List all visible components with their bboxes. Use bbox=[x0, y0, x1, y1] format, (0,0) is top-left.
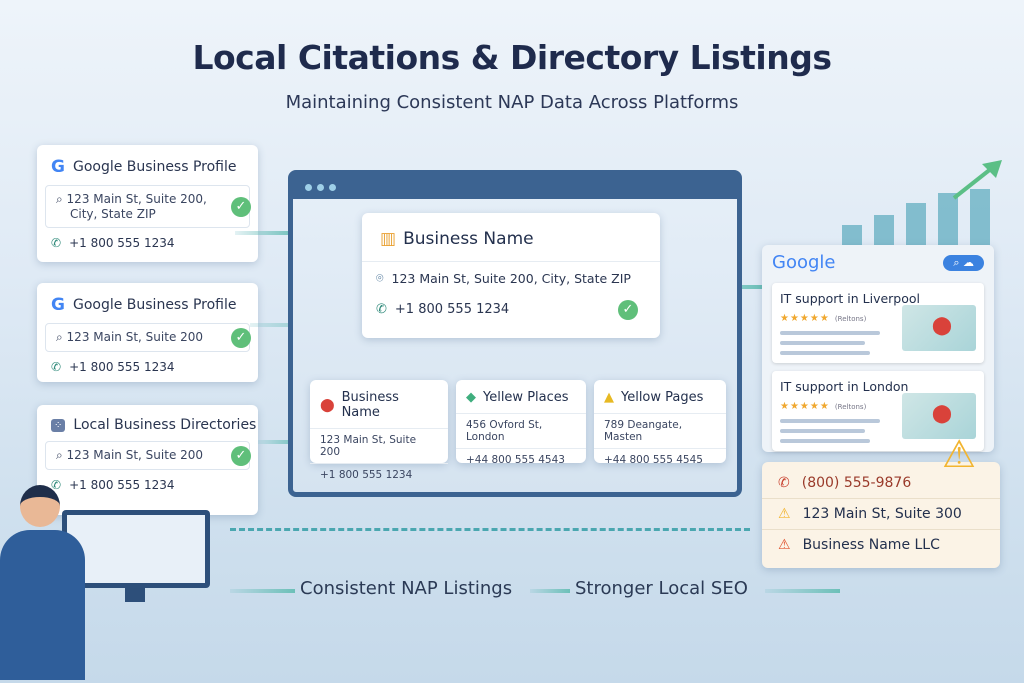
star-rating-icon: ★★★★★ bbox=[780, 313, 830, 324]
inconsistent-nap-card: ✆(800) 555-9876 ⚠123 Main St, Suite 300 … bbox=[762, 462, 1000, 568]
reviews: (Reltons) bbox=[834, 403, 867, 411]
phone: +1 800 555 1234 bbox=[69, 236, 175, 250]
growth-chart-illustration bbox=[842, 160, 1002, 245]
trend-arrow-icon bbox=[952, 160, 1002, 200]
listing-card: ▲Yellow Pages 789 Deangate, Masten +44 8… bbox=[594, 380, 726, 466]
reviews: (Reltons) bbox=[834, 315, 867, 323]
address: 789 Deangate, Masten bbox=[594, 413, 726, 448]
phone-icon: ✆ bbox=[376, 302, 387, 317]
phone-icon: ✆ bbox=[51, 360, 62, 374]
page-subtitle: Maintaining Consistent NAP Data Across P… bbox=[285, 92, 739, 113]
google-g-icon: G bbox=[51, 157, 65, 177]
google-business-profile-card-2: G Google Business Profile ⌕ 123 Main St, … bbox=[37, 283, 258, 382]
yellow-pages-icon: ▲ bbox=[604, 390, 614, 405]
card-title: Google Business Profile bbox=[72, 297, 237, 313]
location-pin-icon: ⌾ bbox=[376, 270, 384, 285]
check-icon: ✓ bbox=[231, 327, 251, 348]
storefront-icon: ▥ bbox=[380, 229, 397, 249]
phone: +1 800 555 1234 bbox=[69, 360, 175, 374]
leaf-logo-icon: ◆ bbox=[466, 390, 476, 405]
phone-icon: ✆ bbox=[778, 475, 790, 491]
address: 123 Main St, Suite 200 bbox=[66, 448, 204, 462]
arrow bbox=[765, 589, 840, 593]
arrow bbox=[235, 231, 300, 235]
google-search-panel: Google ⌕ ☁ IT support in Liverpool ★★★★★… bbox=[762, 245, 994, 452]
result-title: IT support in London bbox=[780, 379, 909, 394]
page-title: Local Citations & Directory Listings bbox=[192, 38, 832, 77]
address-line2: City, State ZIP bbox=[70, 207, 156, 221]
address: 123 Main St, Suite 300 bbox=[802, 506, 962, 522]
phone: +1 800 555 1234 bbox=[394, 302, 510, 317]
business-name-card: ▥ Business Name ⌾ 123 Main St, Suite 200, … bbox=[362, 213, 660, 338]
map-pin-icon: ⬤ bbox=[931, 403, 952, 424]
map-thumbnail bbox=[902, 305, 976, 351]
card-title: Business Name bbox=[403, 229, 534, 249]
phone: +1 800 555 1234 bbox=[69, 478, 175, 492]
phone-icon: ✆ bbox=[51, 236, 62, 250]
phone: +1 800 555 1234 bbox=[310, 463, 448, 486]
check-icon: ✓ bbox=[231, 445, 251, 466]
address: 456 Ovford St, London bbox=[456, 413, 586, 448]
map-thumbnail bbox=[902, 393, 976, 439]
error-icon: ⚠ bbox=[778, 537, 791, 553]
listing-card: ⬤Business Name 123 Main St, Suite 200 +1… bbox=[310, 380, 448, 481]
phone: +44 800 555 4545 bbox=[594, 448, 726, 471]
footer-step-consistent-nap: Consistent NAP Listings bbox=[300, 578, 513, 599]
card-title: Google Business Profile bbox=[72, 159, 237, 175]
search-icon: ⌕ bbox=[56, 192, 67, 206]
search-icon: ⌕ bbox=[56, 448, 67, 462]
address: 123 Main St, Suite 200 bbox=[66, 330, 204, 344]
footer-step-stronger-seo: Stronger Local SEO bbox=[575, 578, 748, 599]
dashed-connector bbox=[230, 528, 750, 531]
star-rating-icon: ★★★★★ bbox=[780, 401, 830, 412]
map-pin-icon: ⬤ bbox=[931, 315, 952, 336]
business-name: Business Name LLC bbox=[802, 537, 940, 553]
card-title: Yellow Pages bbox=[621, 390, 704, 405]
google-logo: Google bbox=[772, 252, 836, 273]
arrow bbox=[530, 589, 570, 593]
search-result[interactable]: IT support in Liverpool ★★★★★ (Reltons) … bbox=[772, 283, 984, 363]
search-button[interactable]: ⌕ ☁ bbox=[943, 254, 984, 271]
check-icon: ✓ bbox=[618, 299, 638, 320]
check-icon: ✓ bbox=[231, 196, 251, 217]
search-icon: ⌕ bbox=[56, 330, 67, 344]
listing-card: ◆Yellew Places 456 Ovford St, London +44… bbox=[456, 380, 586, 466]
phone: (800) 555-9876 bbox=[801, 475, 912, 491]
person-at-computer-illustration bbox=[0, 485, 220, 683]
warning-icon: ⚠ bbox=[778, 506, 791, 522]
search-result[interactable]: IT support in London ★★★★★ (Reltons) ⬤ bbox=[772, 371, 984, 451]
phone-icon: ✆ bbox=[51, 478, 62, 492]
card-title: Yellew Places bbox=[483, 390, 569, 405]
google-g-icon: G bbox=[51, 295, 65, 315]
arrow bbox=[258, 440, 303, 444]
map-pin-icon: ⬤ bbox=[320, 397, 335, 413]
card-title: Business Name bbox=[341, 390, 399, 420]
big-warning-icon: ⚠ bbox=[942, 432, 977, 476]
local-directories-card: ⁘ Local Business Directories ⌕ 123 Main S… bbox=[37, 405, 258, 515]
directory-grid-icon: ⁘ bbox=[51, 418, 66, 432]
address: 123 Main St, Suite 200, City, State ZIP bbox=[391, 270, 631, 286]
card-title: Local Business Directories bbox=[73, 417, 257, 433]
phone: +44 800 555 4543 bbox=[456, 448, 586, 471]
google-business-profile-card: G Google Business Profile ⌕ 123 Main St, … bbox=[37, 145, 258, 262]
address: 123 Main St, Suite 200, bbox=[66, 192, 207, 206]
result-title: IT support in Liverpool bbox=[780, 291, 920, 306]
address: 123 Main St, Suite 200 bbox=[310, 428, 448, 463]
arrow bbox=[230, 589, 295, 593]
